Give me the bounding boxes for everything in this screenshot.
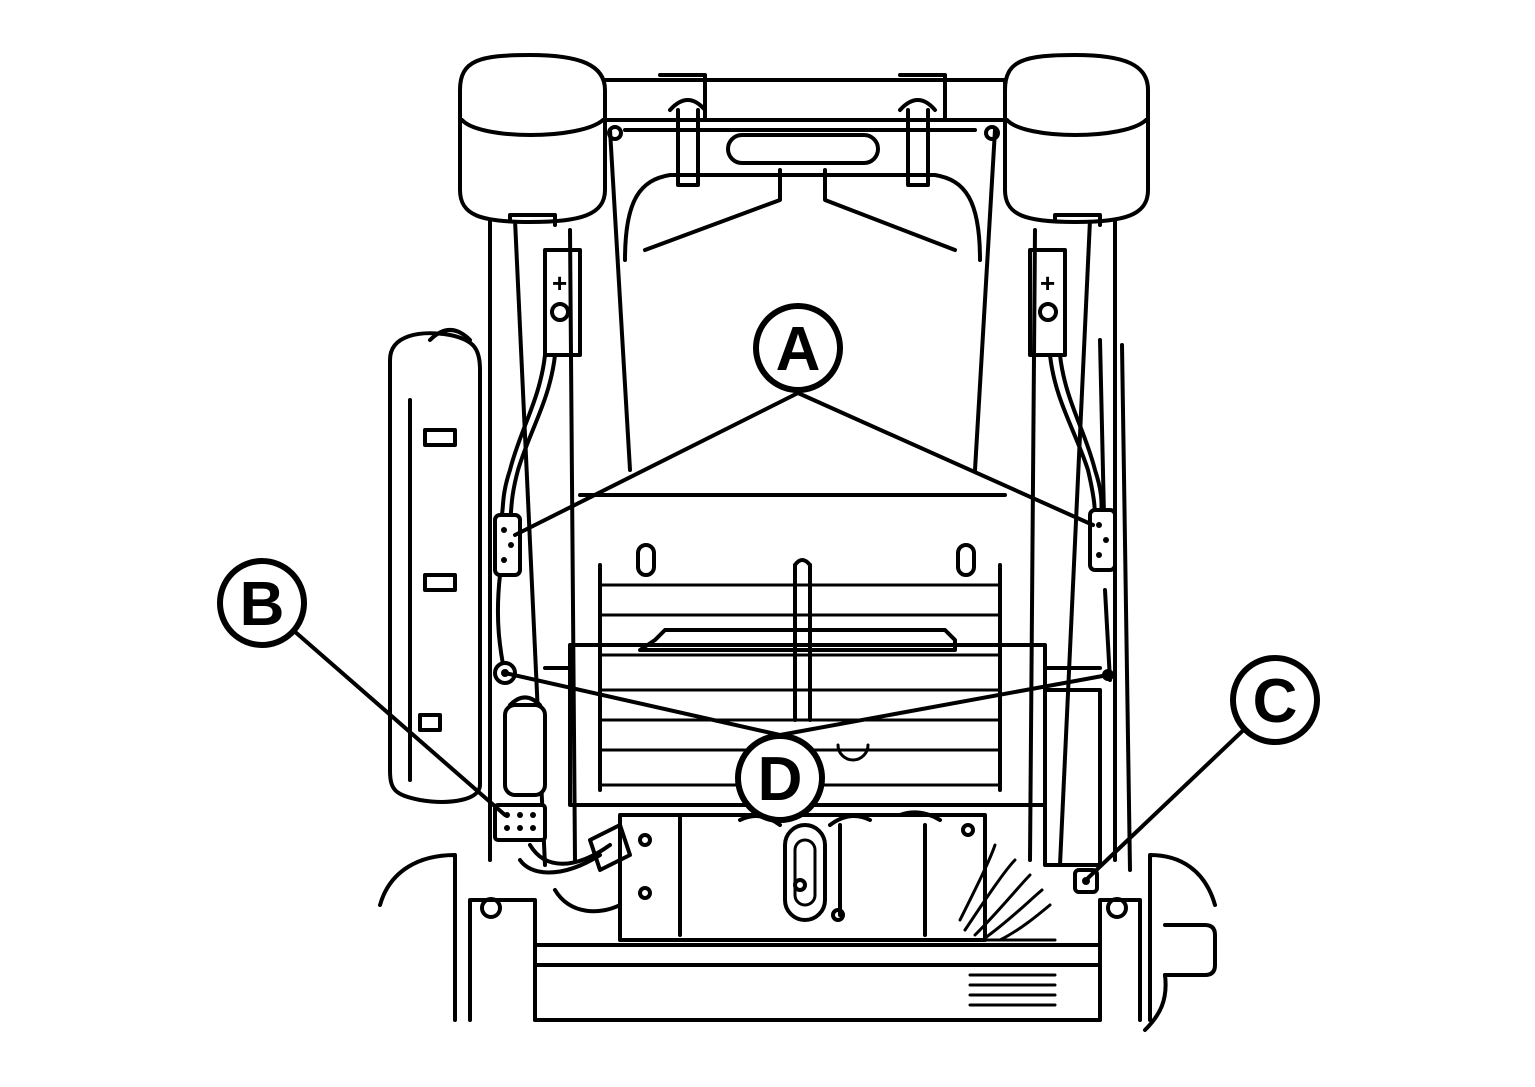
callout-b-label: B — [240, 570, 285, 639]
right-headrest — [1003, 53, 1150, 227]
wiring-harness — [495, 353, 1112, 914]
callout-d-label: D — [758, 745, 803, 814]
left-plus-marking: + — [552, 268, 567, 298]
connector-a-left — [493, 513, 522, 577]
seat-cushion-frame — [543, 493, 1102, 867]
callout-a-label: A — [776, 315, 821, 384]
callout-b: B — [217, 558, 307, 648]
callout-a: A — [753, 303, 843, 393]
side-airbag-module — [388, 328, 482, 804]
seat-base — [378, 853, 1217, 1032]
callout-c-label: C — [1253, 667, 1298, 736]
callout-d: D — [735, 733, 825, 823]
adjuster-mechanism — [618, 813, 1057, 942]
callout-c: C — [1230, 655, 1320, 745]
right-plus-marking: + — [1040, 268, 1055, 298]
left-headrest — [458, 53, 607, 227]
connector-a-right — [1088, 508, 1117, 572]
connector-b — [493, 695, 547, 842]
